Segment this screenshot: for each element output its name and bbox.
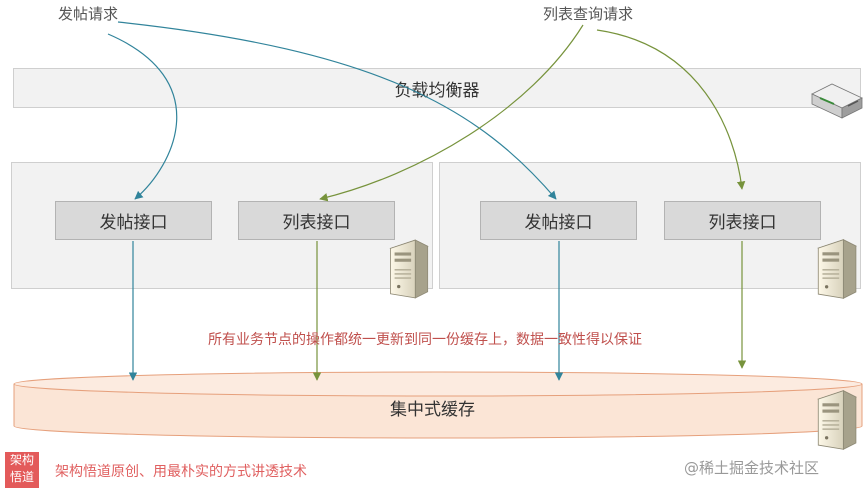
consistency-note: 所有业务节点的操作都统一更新到同一份缓存上，数据一致性得以保证: [208, 332, 642, 348]
post-request-arrow-2: [117, 21, 557, 200]
load-balancer: 负载均衡器: [13, 68, 861, 108]
watermark: @稀土掘金技术社区: [684, 459, 820, 477]
post-api-label: 发帖接口: [524, 213, 593, 233]
logo-line-2: 悟道: [9, 470, 34, 484]
list-api-label: 列表接口: [282, 213, 351, 233]
post-api-node-1: 发帖接口: [55, 201, 212, 240]
footer-slogan: 架构悟道原创、用最朴实的方式讲透技术: [55, 464, 307, 480]
list-request-label: 列表查询请求: [543, 5, 634, 23]
list-request-arrow-1: [319, 24, 584, 202]
post-api-label: 发帖接口: [99, 213, 168, 233]
list-api-node-1: 列表接口: [238, 201, 395, 240]
logo-line-1: 架构: [9, 453, 34, 467]
cache-cylinder: [13, 371, 863, 439]
load-balancer-device-icon: [811, 83, 863, 119]
server-icon-node-1: [389, 239, 429, 299]
brand-logo: 架构 悟道: [5, 452, 39, 488]
server-icon-cache: [817, 390, 857, 450]
post-request-arrow-1: [107, 33, 178, 200]
cache-label: 集中式缓存: [390, 400, 475, 420]
server-icon-node-2: [817, 239, 857, 299]
load-balancer-label: 负载均衡器: [394, 80, 480, 101]
list-api-node-2: 列表接口: [664, 201, 821, 240]
list-request-arrow-2: [596, 29, 746, 190]
list-api-label: 列表接口: [708, 213, 777, 233]
post-api-node-2: 发帖接口: [480, 201, 637, 240]
post-request-label: 发帖请求: [58, 5, 119, 23]
